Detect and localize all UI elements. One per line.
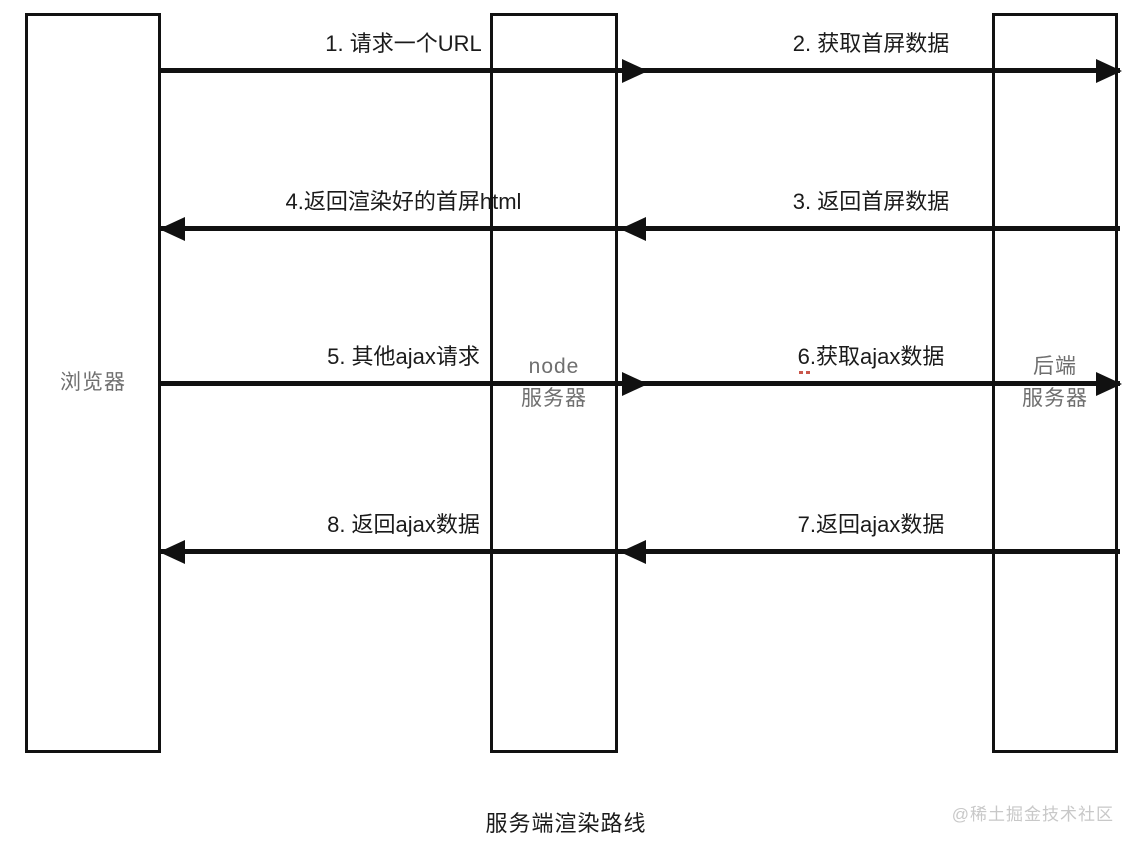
arrowhead-left-icon (620, 217, 646, 241)
arrowhead-left-icon (620, 540, 646, 564)
message-8-line (161, 549, 646, 554)
message-1-line (161, 68, 646, 73)
lifeline-node-server-label: node 服务器 (521, 355, 587, 410)
message-6-label: 6.获取ajax数据 (622, 343, 1120, 374)
message-8-label: 8. 返回ajax数据 (327, 512, 480, 537)
arrowhead-right-icon (1096, 372, 1122, 396)
message-7-label: 7.返回ajax数据 (797, 512, 945, 537)
message-6-prefix-misspelled: 6. (797, 344, 816, 374)
watermark: @稀土掘金技术社区 (951, 805, 1114, 824)
message-7-line (622, 549, 1120, 554)
message-4-line (161, 226, 646, 231)
lifeline-browser: 浏览器 (25, 13, 161, 753)
lifeline-backend-server-label: 后端 服务器 (1022, 355, 1088, 410)
arrowhead-left-icon (159, 217, 185, 241)
message-2-line (622, 68, 1120, 73)
message-4-label: 4.返回渲染好的首屏html (285, 189, 522, 214)
arrowhead-left-icon (159, 540, 185, 564)
message-3-label: 3. 返回首屏数据 (792, 189, 950, 214)
arrowhead-right-icon (1096, 59, 1122, 83)
message-1-label: 1. 请求一个URL (325, 31, 482, 56)
message-6-label-rest: 获取ajax数据 (816, 344, 945, 369)
message-6-line (622, 381, 1120, 386)
message-3-line (622, 226, 1120, 231)
diagram-caption: 服务端渲染路线 (485, 811, 647, 836)
message-2-label: 2. 获取首屏数据 (792, 31, 950, 56)
message-5-label: 5. 其他ajax请求 (327, 344, 480, 369)
lifeline-browser-label: 浏览器 (60, 371, 126, 394)
message-5-line (161, 381, 646, 386)
